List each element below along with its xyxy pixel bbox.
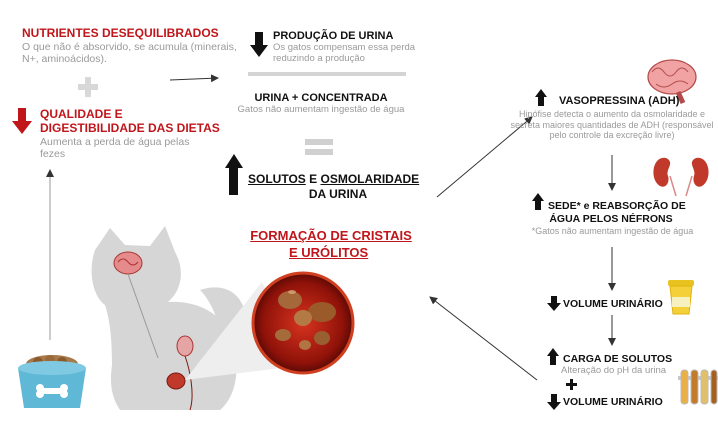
- arrow-down-volume2-icon: [547, 394, 561, 410]
- arrow-down-production-icon: [250, 32, 268, 57]
- arrow-up-load-icon: [547, 348, 559, 365]
- urine-cup-icon: [668, 280, 694, 314]
- arrow-nutrients-to-production: [170, 78, 218, 80]
- of-urine-label: DA URINA: [248, 187, 428, 201]
- divider-line: [248, 72, 406, 76]
- arrow-up-vasopressin-icon: [535, 89, 547, 106]
- thirst-title-line2: ÁGUA PELOS NÉFRONS: [536, 213, 686, 226]
- production-subtitle: Os gatos compensam essa perda reduzindo …: [273, 42, 423, 64]
- equals-icon: [305, 139, 333, 155]
- plus-icon: [78, 77, 98, 97]
- quality-title-line2: DIGESTIBILIDADE DAS DIETAS: [40, 121, 220, 135]
- crystals-title-line1: FORMAÇÃO DE CRISTAIS: [226, 228, 436, 243]
- quality-subtitle: Aumenta a perda de água pelas fezes: [40, 136, 200, 160]
- food-bowl-icon: [18, 355, 86, 408]
- arrow-up-thirst-icon: [532, 193, 544, 210]
- arrow-load-to-crystals: [430, 297, 537, 380]
- thirst-subtitle: *Gatos não aumentam ingestão de água: [530, 226, 695, 237]
- quality-title-line1: QUALIDADE E: [40, 107, 123, 121]
- plus-right-icon: [566, 379, 577, 390]
- solutes-title: SOLUTOS E OSMOLARIDADE: [248, 172, 419, 186]
- crystals-magnifier-icon: [253, 273, 353, 373]
- cat-brain-icon: [114, 252, 142, 274]
- nutrients-title: NUTRIENTES DESEQUILIBRADOS: [22, 26, 219, 40]
- nutrients-subtitle: O que não é absorvido, se acumula (miner…: [22, 41, 237, 65]
- test-tubes-icon: [678, 370, 718, 404]
- solute-load-subtitle: Alteração do pH da urina: [561, 365, 666, 377]
- vasopressin-title: VASOPRESSINA (ADH): [559, 95, 679, 108]
- crystals-title-line2: E URÓLITOS: [289, 245, 368, 260]
- arrow-up-solutes-icon: [225, 154, 243, 195]
- and-word: E: [309, 172, 317, 186]
- thirst-title-line1: SEDE* e REABSORÇÃO DE: [548, 200, 686, 213]
- solutes-word: SOLUTOS: [248, 172, 306, 186]
- vasopressin-subtitle: Hipófise detecta o aumento da osmolarida…: [506, 109, 718, 141]
- arrow-down-quality-icon: [12, 108, 32, 134]
- kidneys-icon: [653, 158, 708, 196]
- concentrated-subtitle: Gatos não aumentam ingestão de água: [236, 104, 406, 115]
- arrow-down-volume1-icon: [547, 296, 561, 311]
- volume-label-1: VOLUME URINÁRIO: [563, 298, 663, 311]
- volume-label-2: VOLUME URINÁRIO: [563, 396, 663, 409]
- osmolarity-word: OSMOLARIDADE: [321, 172, 420, 186]
